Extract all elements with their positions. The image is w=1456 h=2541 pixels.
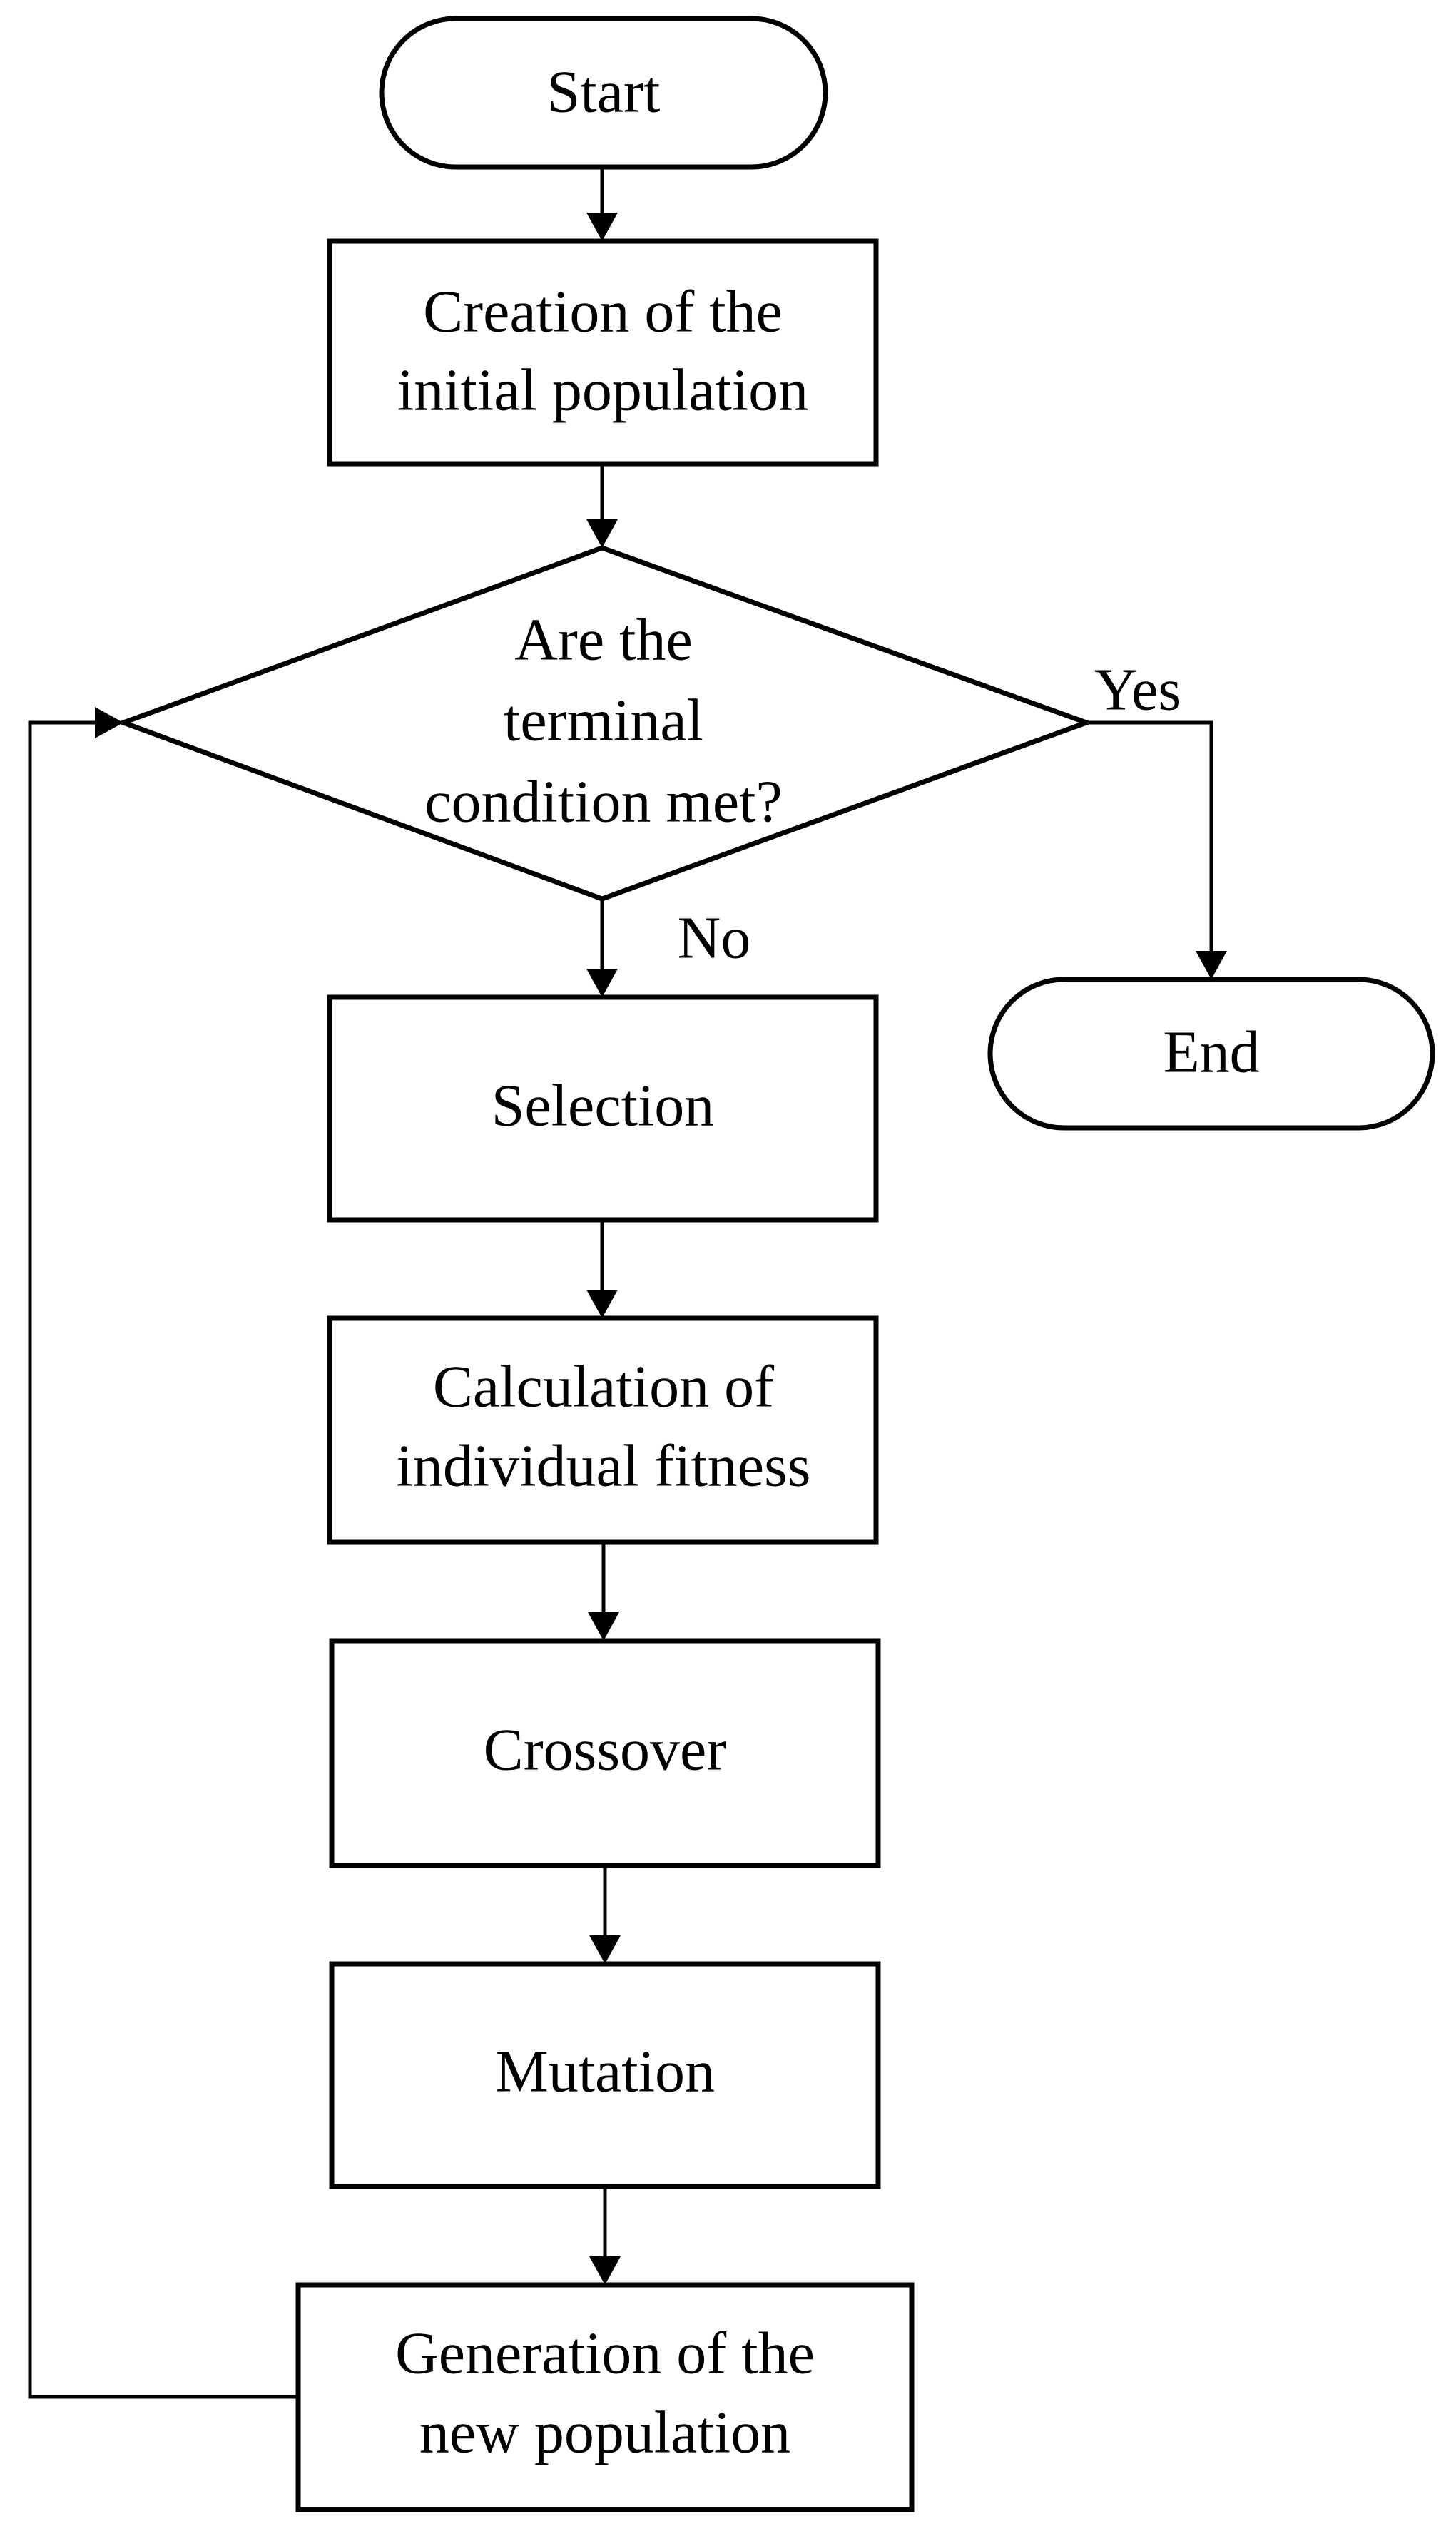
decision-label-line-3: condition met? xyxy=(424,768,783,835)
yes-label: Yes xyxy=(1094,656,1181,723)
init-process-shape xyxy=(327,238,879,467)
arrowhead-fitness-to-crossover xyxy=(588,1612,619,1641)
edge-decision-to-end xyxy=(1086,720,1213,952)
crossover-label: Crossover xyxy=(484,1716,727,1783)
generation-process-shape xyxy=(295,2282,915,2512)
crossover-process-shape xyxy=(329,1638,881,1868)
end-label: End xyxy=(1163,1019,1259,1085)
decision-diamond-shape xyxy=(116,545,1094,902)
fitness-process-shape xyxy=(327,1315,879,1545)
start-node: Start xyxy=(379,16,828,170)
arrowhead-generation-to-decision xyxy=(95,707,123,738)
selection-node: Selection xyxy=(327,994,879,1223)
generation-label-line-2: new population xyxy=(419,2399,790,2465)
init-node: Creation of the initial population xyxy=(327,238,879,467)
selection-label: Selection xyxy=(492,1072,715,1139)
start-label: Start xyxy=(547,58,661,125)
arrowhead-init-to-decision xyxy=(586,519,618,548)
mutation-node: Mutation xyxy=(329,1961,881,2189)
edge-generation-to-decision xyxy=(28,720,298,2399)
arrowhead-decision-to-selection xyxy=(586,969,618,997)
arrowhead-start-to-init xyxy=(586,213,618,241)
crossover-node: Crossover xyxy=(329,1638,881,1868)
generation-label-line-1: Generation of the xyxy=(395,2320,815,2386)
arrowhead-crossover-to-mutation xyxy=(589,1935,621,1964)
generation-node: Generation of the new population xyxy=(295,2282,915,2512)
arrowhead-selection-to-fitness xyxy=(586,1290,618,1318)
decision-label-line-1: Are the xyxy=(514,606,693,673)
init-label-line-1: Creation of the xyxy=(423,278,783,345)
decision-node: Are the terminal condition met? xyxy=(116,545,1094,902)
fitness-label-line-1: Calculation of xyxy=(433,1353,774,1420)
fitness-label-line-2: individual fitness xyxy=(397,1432,811,1499)
arrowhead-decision-to-end xyxy=(1196,951,1227,979)
arrowhead-mutation-to-generation xyxy=(589,2256,621,2285)
selection-process-shape xyxy=(327,994,879,1223)
init-label-line-2: initial population xyxy=(397,357,808,423)
no-label: No xyxy=(678,905,751,971)
mutation-process-shape xyxy=(329,1961,881,2189)
fitness-node: Calculation of individual fitness xyxy=(327,1315,879,1545)
decision-label-line-2: terminal xyxy=(504,687,703,753)
end-terminator-shape xyxy=(987,977,1435,1131)
start-terminator-shape xyxy=(379,16,828,170)
mutation-label: Mutation xyxy=(495,2038,715,2104)
connectors xyxy=(28,167,1227,2399)
end-node: End xyxy=(987,977,1435,1131)
